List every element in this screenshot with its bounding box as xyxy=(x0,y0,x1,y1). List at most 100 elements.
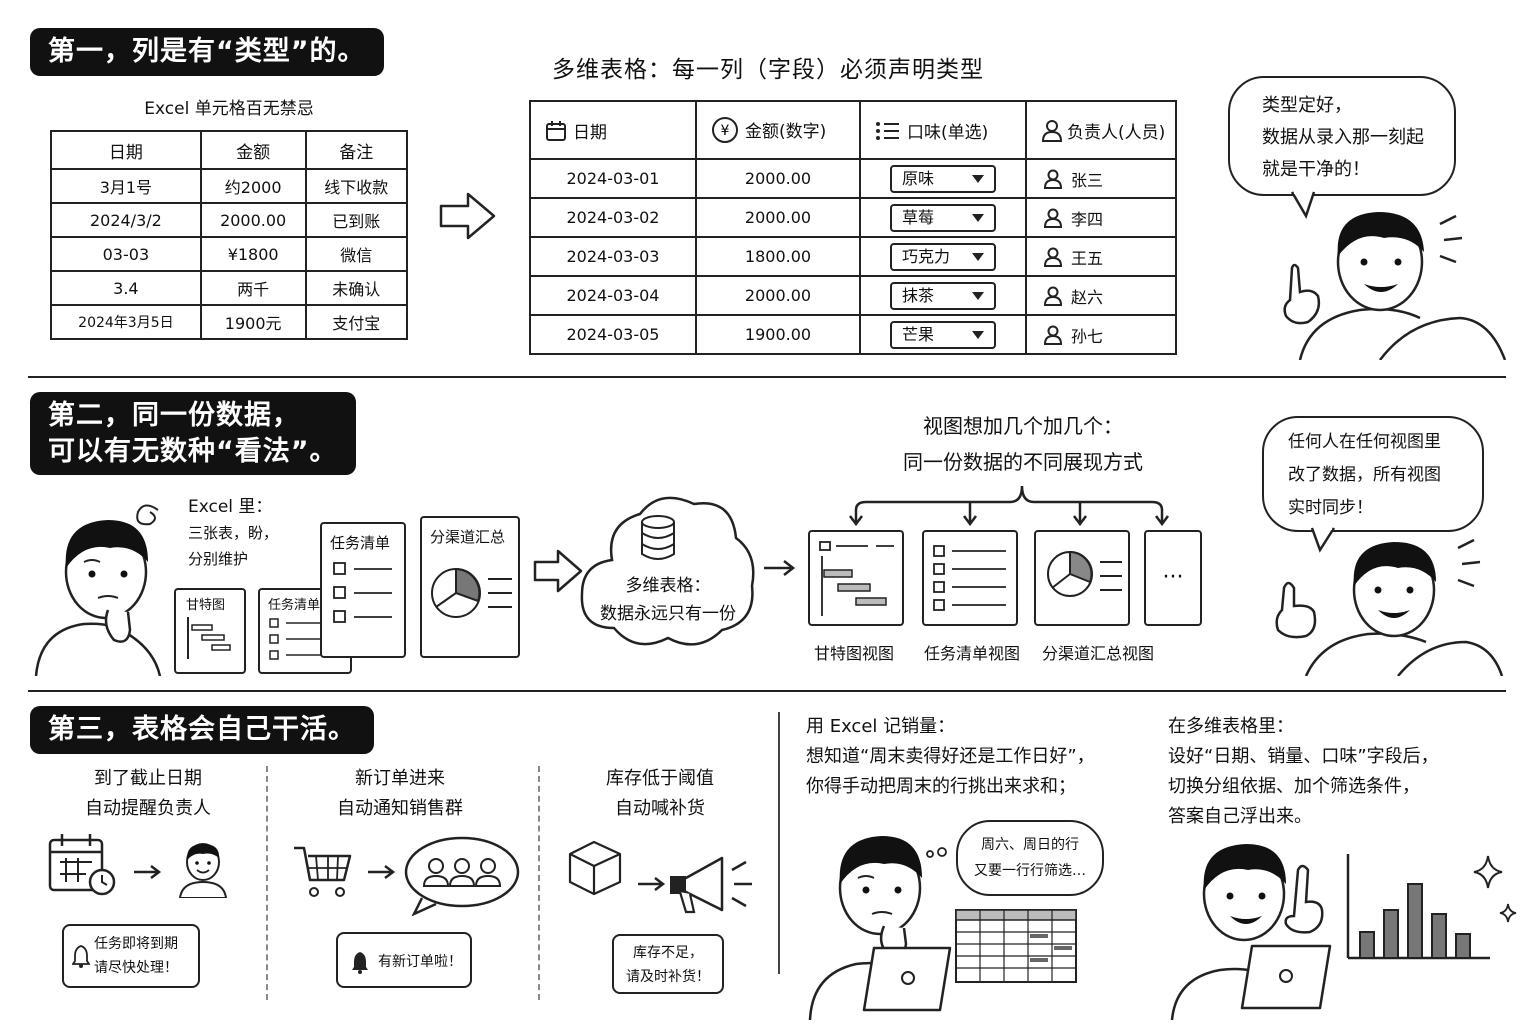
excel-note-line: Excel 里： xyxy=(188,497,273,517)
excel-cell: 已到账 xyxy=(304,202,409,238)
view-label-channel: 分渠道汇总视图 xyxy=(1041,644,1154,663)
owner-name: 赵六 xyxy=(1071,287,1104,307)
gantt-chart-icon xyxy=(187,617,231,659)
bar-chart-icon xyxy=(1346,854,1490,960)
task-doc: 任务清单 xyxy=(320,522,406,658)
svg-text:¥: ¥ xyxy=(721,123,730,139)
header-label: 日期 xyxy=(573,122,607,143)
excel-cell: 3月1号 xyxy=(50,168,202,204)
date-cell: 2024-03-02 xyxy=(529,197,697,238)
flavor-select[interactable]: 芒果 xyxy=(890,320,996,349)
database-icon xyxy=(641,515,675,560)
amount-cell: 1900.00 xyxy=(695,314,861,355)
person-icon xyxy=(1043,169,1063,189)
thought-line: 又要一行行筛选… xyxy=(974,863,1086,879)
column-divider xyxy=(778,712,780,974)
multi-header-flavor: 口味(单选) xyxy=(859,100,1027,160)
date-cell: 2024-03-05 xyxy=(529,314,697,355)
doc-title: 任务清单 xyxy=(330,534,391,552)
doc-title: 甘特图 xyxy=(186,598,226,613)
thought-bubble: 周六、周日的行 又要一行行筛选… xyxy=(956,820,1104,896)
note-line: 请及时补货！ xyxy=(626,969,710,985)
channel-summary-doc: 分渠道汇总 xyxy=(420,516,520,658)
arrow-right-icon xyxy=(638,877,666,891)
calendar-clock-icon xyxy=(48,834,116,896)
table-row: 2024-03-04 2000.00 抹茶 赵六 xyxy=(529,275,1177,316)
flavor-select[interactable]: 原味 xyxy=(890,164,996,193)
multi-caption: 多维表格：每一列（字段）必须声明类型 xyxy=(552,57,984,83)
owner-name: 王五 xyxy=(1071,248,1104,268)
channel-view-card[interactable] xyxy=(1034,530,1130,626)
more-views-card[interactable]: ··· xyxy=(1144,530,1202,626)
owner-cell: 赵六 xyxy=(1025,275,1177,316)
flavor-select[interactable]: 抹茶 xyxy=(890,281,996,310)
arrow-right-icon xyxy=(368,865,396,879)
section3-badge: 第三，表格会自己干活。 xyxy=(30,706,374,754)
title-line: 自动通知销售群 xyxy=(337,798,463,819)
excel-header: 备注 xyxy=(304,130,409,170)
doc-title: 任务清单 xyxy=(268,598,321,613)
laptop-icon xyxy=(862,946,952,1012)
stock-alert-note: 库存不足， 请及时补货！ xyxy=(612,934,724,994)
group-chat-icon xyxy=(404,836,520,916)
person-icon xyxy=(1043,286,1063,306)
title-line: 到了截止日期 xyxy=(94,768,202,789)
arrow-right-icon xyxy=(134,865,162,879)
gantt-view-card[interactable] xyxy=(808,530,904,626)
deadline-reminder-note: 任务即将到期 请尽快处理！ xyxy=(62,924,200,988)
person-icon xyxy=(1041,119,1063,142)
table-row: 2024-03-05 1900.00 芒果 孙七 xyxy=(529,314,1177,355)
excel-cell: 2000.00 xyxy=(199,202,307,238)
text-line: 在多维表格里： xyxy=(1168,716,1294,737)
table-row: 2024年3月5日 1900元 支付宝 xyxy=(50,304,409,340)
multi-sales-text: 在多维表格里： 设好“日期、销量、口味”字段后， 切换分组依据、加个筛选条件， … xyxy=(1168,712,1439,832)
table-row: 2024-03-02 2000.00 草莓 李四 xyxy=(529,197,1177,238)
badge-line: 第二，同一份数据， xyxy=(48,400,300,431)
section-divider xyxy=(28,690,1506,692)
owner-cell: 王五 xyxy=(1025,236,1177,277)
views-title: 视图想加几个加几个： 同一份数据的不同展现方式 xyxy=(800,408,1246,480)
gantt-chart-icon xyxy=(819,541,894,616)
brace-connector xyxy=(849,485,1169,526)
person-icon xyxy=(1043,208,1063,228)
excel-cell: 2024/3/2 xyxy=(50,202,202,238)
amount-cell: 2000.00 xyxy=(695,197,861,238)
flavor-select[interactable]: 巧克力 xyxy=(890,242,996,271)
flavor-select[interactable]: 草莓 xyxy=(890,203,996,232)
bell-icon xyxy=(352,952,368,974)
owner-cell: 李四 xyxy=(1025,197,1177,238)
cloud-line: 多维表格： xyxy=(625,576,711,596)
note-line: 有新订单啦！ xyxy=(378,954,462,970)
speech-bubble-2: 任何人在任何视图里 改了数据，所有视图 实时同步！ xyxy=(1262,416,1484,532)
excel-header: 金额 xyxy=(199,130,307,170)
multi-header-date: 日期 xyxy=(529,100,697,160)
happy-person-pointing-icon xyxy=(1170,844,1324,1020)
bubble-line: 类型定好， xyxy=(1262,95,1352,116)
arrow-right-icon xyxy=(439,192,496,240)
shopping-cart-icon xyxy=(294,846,352,897)
thumbs-up-person-icon xyxy=(1275,538,1504,676)
multi-header-owner: 负责人(人员) xyxy=(1025,100,1177,160)
cloud-text: 多维表格： 数据永远只有一份 xyxy=(580,572,756,628)
text-line: 想知道“周末卖得好还是工作日好”， xyxy=(806,746,1095,767)
excel-cell: 两千 xyxy=(199,270,307,306)
excel-cell: ¥1800 xyxy=(199,236,307,272)
excel-cell: 约2000 xyxy=(199,168,307,204)
sparkle-icon xyxy=(1473,855,1517,923)
bell-icon xyxy=(72,945,90,968)
date-cell: 2024-03-04 xyxy=(529,275,697,316)
excel-sales-text: 用 Excel 记销量： 想知道“周末卖得好还是工作日好”， 你得手动把周末的行… xyxy=(806,712,1095,802)
badge-line: 可以有无数种“看法”。 xyxy=(48,435,338,467)
bubble-line: 数据从录入那一刻起 xyxy=(1262,127,1424,148)
person-avatar-icon xyxy=(178,843,228,898)
person-icon xyxy=(1043,247,1063,267)
task-view-card[interactable] xyxy=(922,530,1018,626)
header-label: 口味(单选) xyxy=(907,122,989,143)
title-line: 新订单进来 xyxy=(355,768,445,789)
excel-table: 日期 金额 备注 3月1号 约2000 线下收款 2024/3/2 2000.0… xyxy=(50,130,409,340)
excel-cell: 未确认 xyxy=(304,270,409,306)
new-order-note: 有新订单啦！ xyxy=(336,932,472,988)
title-line: 自动提醒负责人 xyxy=(85,798,211,819)
owner-name: 孙七 xyxy=(1071,326,1104,346)
note-line: 任务即将到期 xyxy=(94,936,178,952)
